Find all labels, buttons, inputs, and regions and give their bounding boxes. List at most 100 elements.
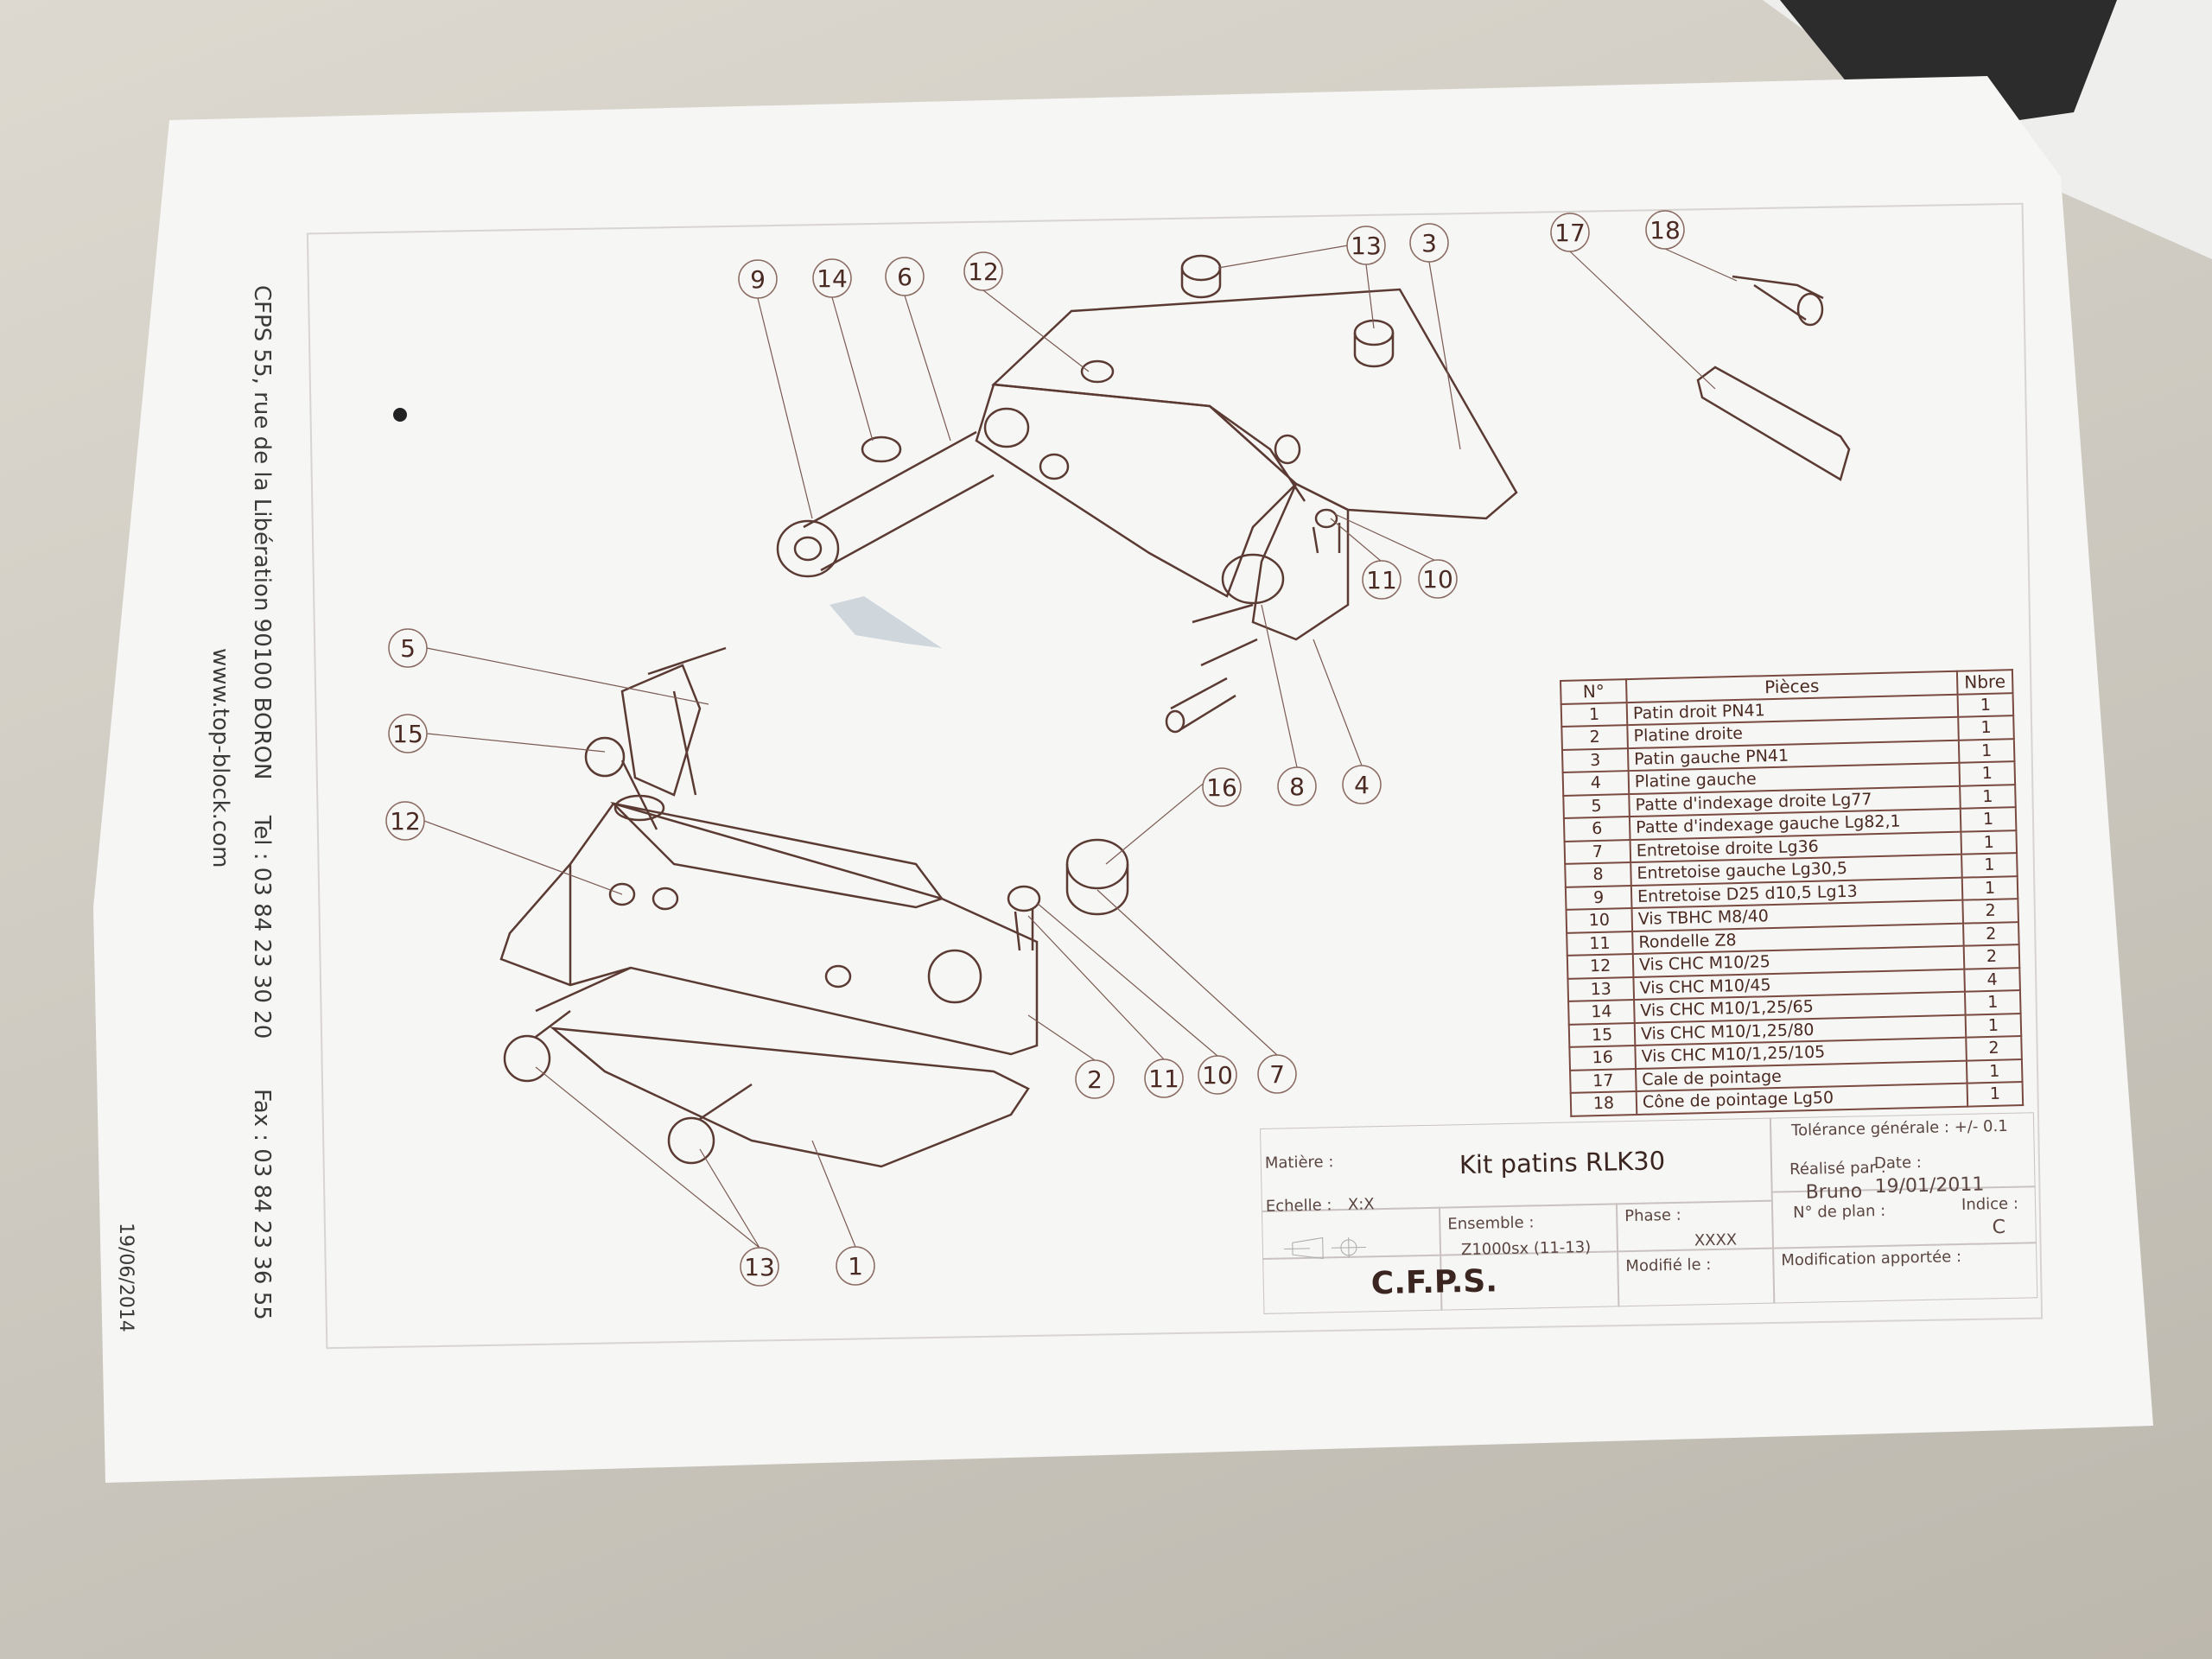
part-number: 7 (1564, 839, 1631, 864)
callout-circle (738, 259, 778, 299)
part-quantity: 1 (1958, 715, 2014, 741)
callout-circle (885, 257, 925, 296)
part-number: 4 (1562, 771, 1630, 796)
part-quantity: 1 (1959, 761, 2016, 786)
modifie-label: Modifié le : (1625, 1255, 1712, 1276)
callout-number: 17 (1554, 219, 1586, 247)
matiere-label: Matière : (1264, 1153, 1334, 1173)
realise-label: Réalisé par : (1789, 1158, 1886, 1179)
callout-circle (1418, 559, 1458, 599)
callout-number: 13 (1351, 232, 1382, 260)
callout-circle (1144, 1058, 1184, 1098)
callout-circle (388, 628, 428, 668)
part-quantity: 1 (1960, 807, 2017, 832)
ensemble-label: Ensemble : (1447, 1213, 1535, 1234)
part-quantity: 2 (1962, 899, 2018, 924)
paper-sheet (93, 76, 2153, 1483)
callout-number: 14 (817, 264, 848, 293)
part-quantity: 1 (1961, 830, 2018, 855)
part-number: 14 (1568, 1000, 1635, 1025)
callout-circle (1277, 766, 1317, 806)
callout-circle (963, 251, 1003, 291)
exploded-view (499, 254, 1851, 1168)
plan-label: N° de plan : (1792, 1201, 1886, 1223)
callout-number: 2 (1087, 1065, 1103, 1094)
date-value: 19/01/2011 (1874, 1173, 1985, 1198)
ink-spot (393, 408, 407, 422)
part-quantity: 1 (1960, 784, 2016, 809)
print-date: 19/06/2014 (115, 1223, 137, 1332)
part-number: 1 (1560, 702, 1628, 727)
callout-circle (1342, 765, 1382, 804)
indice-value: C (1992, 1216, 2006, 1239)
callout-circle (1202, 767, 1242, 807)
part-number: 10 (1566, 908, 1633, 933)
callout-circle (1550, 213, 1590, 252)
part-number: 5 (1563, 793, 1630, 818)
fax-text: Fax : 03 84 23 36 55 (249, 1089, 275, 1320)
part-number: 15 (1568, 1022, 1636, 1047)
callout-number: 12 (968, 257, 999, 286)
callout-circle (1409, 223, 1449, 263)
callout-number: 4 (1354, 771, 1370, 799)
part-quantity: 2 (1966, 1036, 2022, 1061)
callout-number: 8 (1289, 772, 1305, 801)
part-quantity: 1 (1961, 875, 2018, 900)
callout-circle (1257, 1054, 1297, 1094)
realise-value: Bruno (1805, 1180, 1863, 1204)
header-qty: Nbre (1956, 670, 2013, 695)
callout-number: 6 (897, 263, 912, 291)
callout-circle (1346, 226, 1386, 265)
callout-number: 11 (1366, 566, 1397, 594)
part-quantity: 1 (1965, 1013, 2022, 1038)
echelle-label: Echelle : (1265, 1196, 1332, 1216)
part-quantity: 1 (1961, 853, 2018, 878)
callout-number: 9 (750, 265, 766, 294)
indice-label: Indice : (1961, 1194, 2019, 1215)
website-text: www.top-block.com (207, 648, 233, 868)
callout-number: 11 (1148, 1065, 1179, 1093)
callout-number: 13 (744, 1253, 775, 1281)
callout-number: 16 (1206, 773, 1237, 802)
header-no: N° (1560, 679, 1627, 704)
part-number: 17 (1570, 1068, 1637, 1093)
part-quantity: 1 (1964, 990, 2021, 1015)
callout-number: 18 (1649, 216, 1681, 245)
callout-circle (1362, 560, 1402, 600)
part-number: 13 (1567, 976, 1635, 1001)
callout-number: 10 (1422, 565, 1453, 594)
callout-circle (1198, 1055, 1237, 1095)
upper-assembly (776, 254, 1518, 734)
drawing-frame (306, 202, 2044, 1350)
phase-value: XXXX (1694, 1230, 1738, 1250)
callout-number: 12 (390, 807, 421, 836)
address-text: CFPS 55, rue de la Libération 90100 BORO… (249, 285, 275, 780)
callout-number: 5 (400, 634, 416, 663)
part-quantity: 1 (1958, 738, 2015, 763)
part-number: 9 (1565, 885, 1632, 910)
part-number: 12 (1567, 954, 1634, 979)
part-quantity: 2 (1963, 921, 2019, 946)
callout-circle (1075, 1059, 1115, 1099)
part-quantity: 1 (1967, 1082, 2024, 1107)
callout-number: 3 (1421, 229, 1437, 257)
callout-number: 7 (1269, 1060, 1285, 1089)
ensemble-value: Z1000sx (11-13) (1460, 1238, 1592, 1260)
cale-de-pointage (1696, 365, 1851, 481)
callout-circle (1645, 210, 1685, 250)
part-number: 2 (1561, 725, 1628, 750)
drawing-title: Kit patins RLK30 (1459, 1146, 1666, 1180)
title-block: Matière : Kit patins RLK30 Tolérance gén… (1260, 1112, 2038, 1314)
callout-circle (812, 258, 852, 298)
part-number: 6 (1563, 817, 1630, 842)
lower-assembly (499, 646, 1129, 1168)
modification-label: Modification apportée : (1781, 1248, 1962, 1270)
part-quantity: 2 (1963, 944, 2020, 969)
date-label: Date : (1873, 1153, 1923, 1173)
echelle-value: X:X (1347, 1195, 1375, 1214)
part-number: 8 (1565, 862, 1631, 887)
paper-tear (830, 596, 942, 648)
part-quantity: 1 (1957, 692, 2014, 717)
